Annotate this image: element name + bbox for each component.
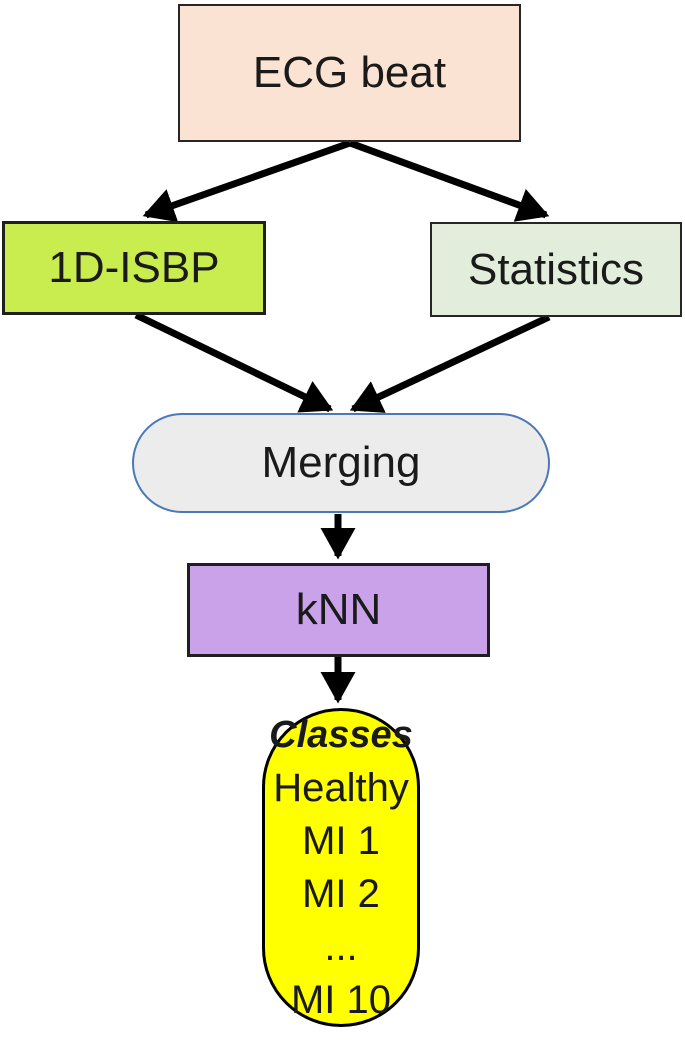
arrow-isbp-to-merging bbox=[134, 311, 334, 413]
node-ecg-beat-label: ECG beat bbox=[252, 48, 447, 97]
arrow-ecg-to-statistics bbox=[348, 139, 550, 222]
class-item-mi1: MI 1 bbox=[302, 818, 380, 863]
class-item-healthy: Healthy bbox=[273, 765, 409, 810]
node-merging: Merging bbox=[132, 413, 550, 513]
classes-heading: Classes bbox=[269, 713, 413, 756]
node-merging-label: Merging bbox=[261, 438, 421, 487]
node-1d-isbp-label: 1D-ISBP bbox=[48, 243, 220, 292]
class-item-mi10: MI 10 bbox=[290, 977, 392, 1022]
node-1d-isbp: 1D-ISBP bbox=[2, 221, 266, 315]
arrow-ecg-to-isbp bbox=[142, 139, 352, 223]
node-classes: Classes Healthy MI 1 MI 2 ... MI 10 bbox=[262, 708, 420, 1027]
class-item-mi2: MI 2 bbox=[302, 871, 380, 916]
node-statistics-label: Statistics bbox=[467, 244, 645, 294]
node-statistics: Statistics bbox=[430, 222, 682, 317]
arrow-statistics-to-merging bbox=[349, 313, 551, 413]
node-ecg-beat: ECG beat bbox=[178, 4, 521, 142]
node-knn: kNN bbox=[187, 563, 490, 657]
node-knn-label: kNN bbox=[295, 585, 382, 634]
class-item-ellipsis: ... bbox=[324, 924, 358, 969]
